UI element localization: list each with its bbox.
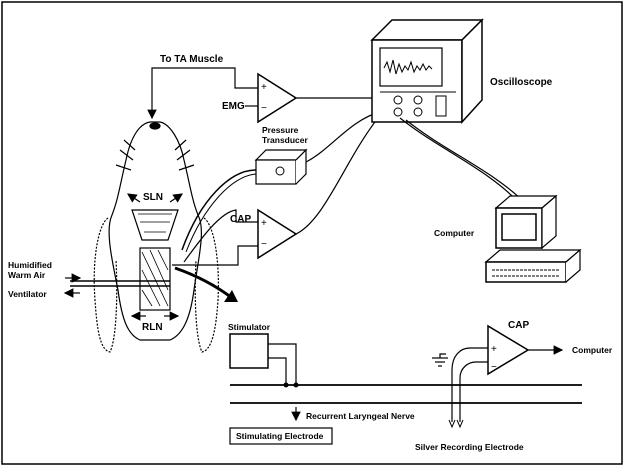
cap-amp-label: CAP — [230, 214, 251, 225]
cap-inset-plus: + — [491, 344, 497, 355]
stimulating-electrode-label: Stimulating Electrode — [236, 431, 324, 441]
cap-minus: − — [261, 239, 267, 250]
to-ta-muscle-label: To TA Muscle — [160, 54, 224, 65]
recurrent-laryngeal-nerve-label: Recurrent Laryngeal Nerve — [306, 411, 415, 421]
sln-label: SLN — [143, 192, 163, 203]
cap-plus: + — [261, 218, 267, 229]
oscilloscope — [370, 18, 484, 124]
emg-amplifier: + − — [257, 72, 298, 124]
rat-illustration — [93, 121, 219, 353]
ventilator-label: Ventilator — [8, 289, 47, 299]
zoom-arrow — [174, 266, 233, 300]
emg-label: EMG — [222, 101, 245, 112]
transducer-label: Transducer — [262, 135, 309, 145]
stimulating-electrode-box — [229, 427, 333, 445]
cap-amplifier-top: + − — [257, 208, 298, 260]
oscilloscope-label: Oscilloscope — [490, 77, 553, 88]
computer-top-label: Computer — [434, 228, 475, 238]
emg-minus: − — [261, 103, 267, 114]
rln-label: RLN — [142, 322, 163, 333]
stimulator-box — [229, 333, 269, 369]
computer-right-label: Computer — [572, 345, 613, 355]
pressure-label: Pressure — [262, 125, 299, 135]
emg-plus: + — [261, 82, 267, 93]
warm-air-label: Warm Air — [8, 270, 46, 280]
computer — [484, 194, 582, 283]
silver-recording-electrode-label: Silver Recording Electrode — [415, 442, 524, 452]
cap-circuit-label: CAP — [508, 320, 529, 331]
cap-inset-minus: − — [491, 362, 497, 373]
stimulator-label: Stimulator — [228, 322, 271, 332]
cap-amplifier-inset: + − — [487, 324, 530, 376]
pressure-transducer — [254, 148, 308, 185]
humidified-label: Humidified — [8, 260, 52, 270]
